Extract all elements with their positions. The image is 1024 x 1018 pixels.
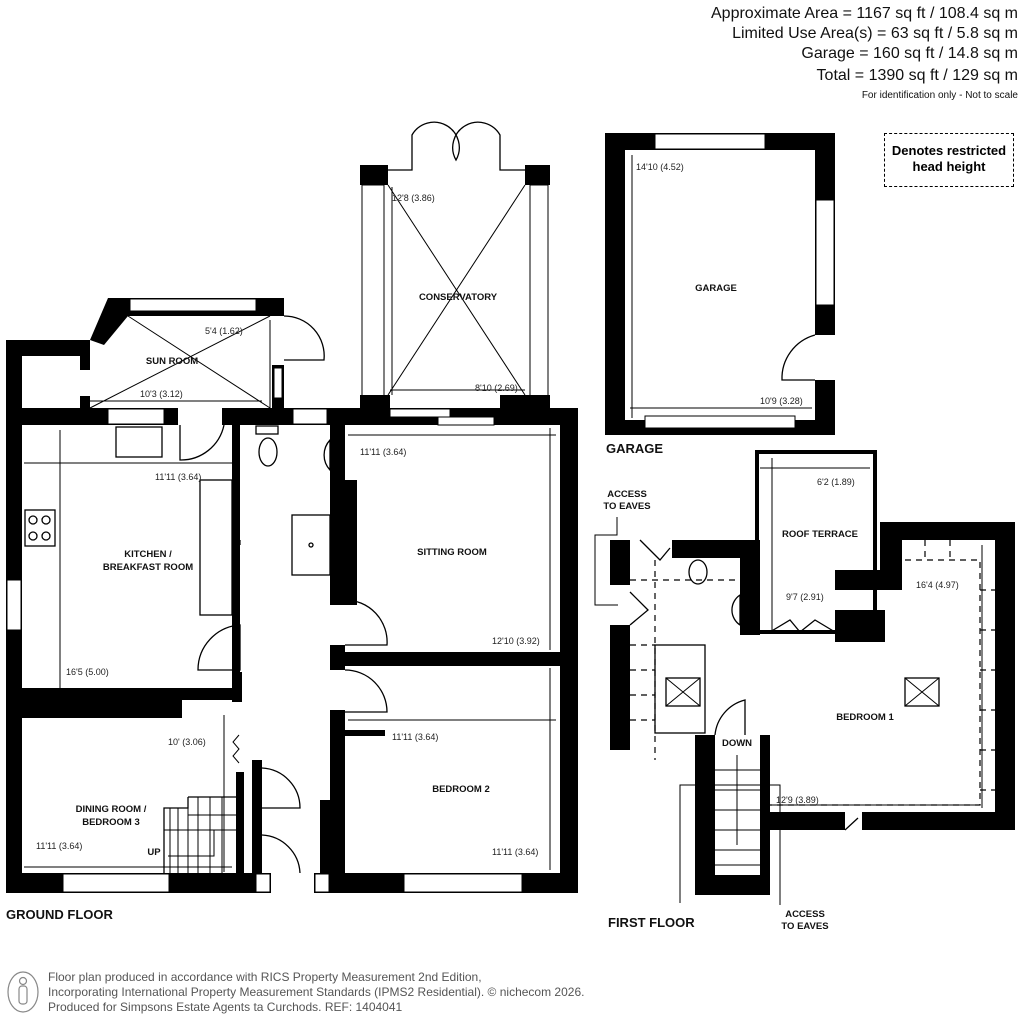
dim-conservatory-width: 8'10 (2.69) <box>475 383 518 393</box>
room-label-bedroom-1: BEDROOM 1 <box>836 712 894 723</box>
room-label-bedroom-2: BEDROOM 2 <box>432 784 490 795</box>
dim-kitchen-width: 11'11 (3.64) <box>155 472 201 482</box>
room-label-kitchen-2: BREAKFAST ROOM <box>103 562 193 573</box>
scale-note: For identification only - Not to scale <box>861 90 1018 101</box>
legend-line-1: Denotes restricted <box>891 143 1007 158</box>
dim-sun-height: 5'4 (1.62) <box>205 326 243 336</box>
first-floor-plan <box>594 450 1015 905</box>
dim-garage-width: 10'9 (3.28) <box>760 396 803 406</box>
restricted-height-legend: Denotes restricted head height <box>884 133 1014 187</box>
dim-sun-width: 10'3 (3.12) <box>140 389 183 399</box>
dim-garage-height: 14'10 (4.52) <box>636 162 684 172</box>
room-label-sun-room: SUN ROOM <box>146 356 198 367</box>
person-icon <box>7 971 39 1013</box>
dim-sitting-height: 12'10 (3.92) <box>492 636 540 646</box>
room-label-roof-terrace: ROOF TERRACE <box>782 529 858 540</box>
access-eaves-label-2b: TO EAVES <box>781 921 828 932</box>
footer-line-3: Produced for Simpsons Estate Agents ta C… <box>48 1000 403 1014</box>
legend-line-2: head height <box>912 159 986 174</box>
total-area: Total = 1390 sq ft / 129 sq m <box>816 67 1018 84</box>
room-label-dining-1: DINING ROOM / <box>76 804 147 815</box>
room-label-garage: GARAGE <box>695 283 737 294</box>
dim-bedroom1-height: 16'4 (4.97) <box>916 580 959 590</box>
limited-use-area: Limited Use Area(s) = 63 sq ft / 5.8 sq … <box>732 25 1018 42</box>
garage-title: GARAGE <box>606 441 663 456</box>
room-label-conservatory: CONSERVATORY <box>419 292 498 303</box>
room-label-sitting-room: SITTING ROOM <box>417 547 487 558</box>
dim-terrace-width: 6'2 (1.89) <box>817 477 855 487</box>
first-floor-title: FIRST FLOOR <box>608 915 695 930</box>
approximate-area: Approximate Area = 1167 sq ft / 108.4 sq… <box>711 5 1018 22</box>
dim-terrace-height: 9'7 (2.91) <box>786 592 824 602</box>
stairs-down-label: DOWN <box>722 738 752 749</box>
dim-bedroom2-height: 11'11 (3.64) <box>492 847 538 857</box>
access-eaves-label-1b: TO EAVES <box>603 501 650 512</box>
dim-conservatory-height: 12'8 (3.86) <box>392 193 435 203</box>
dimension-lines <box>24 155 983 872</box>
garage-plan <box>605 133 835 435</box>
ground-floor-plan <box>6 121 578 893</box>
room-label-kitchen-1: KITCHEN / <box>124 549 172 560</box>
access-eaves-label-2a: ACCESS <box>785 909 825 920</box>
dim-dining-width: 11'11 (3.64) <box>36 841 82 851</box>
dim-dining-height: 10' (3.06) <box>168 737 206 747</box>
footer-line-1: Floor plan produced in accordance with R… <box>48 970 482 984</box>
dim-bedroom1-width: 12'9 (3.89) <box>776 795 819 805</box>
room-label-dining-2: BEDROOM 3 <box>82 817 140 828</box>
footer-disclaimer: Floor plan produced in accordance with R… <box>48 970 584 1015</box>
dim-kitchen-height: 16'5 (5.00) <box>66 667 109 677</box>
stairs-up-label: UP <box>147 847 161 858</box>
dim-bedroom2-width: 11'11 (3.64) <box>392 732 438 742</box>
footer-line-2: Incorporating International Property Mea… <box>48 985 585 999</box>
dim-sitting-width: 11'11 (3.64) <box>360 447 406 457</box>
area-summary: Approximate Area = 1167 sq ft / 108.4 sq… <box>711 4 1018 101</box>
ground-floor-title: GROUND FLOOR <box>6 907 113 922</box>
garage-area: Garage = 160 sq ft / 14.8 sq m <box>801 45 1018 62</box>
access-eaves-label-1a: ACCESS <box>607 489 647 500</box>
